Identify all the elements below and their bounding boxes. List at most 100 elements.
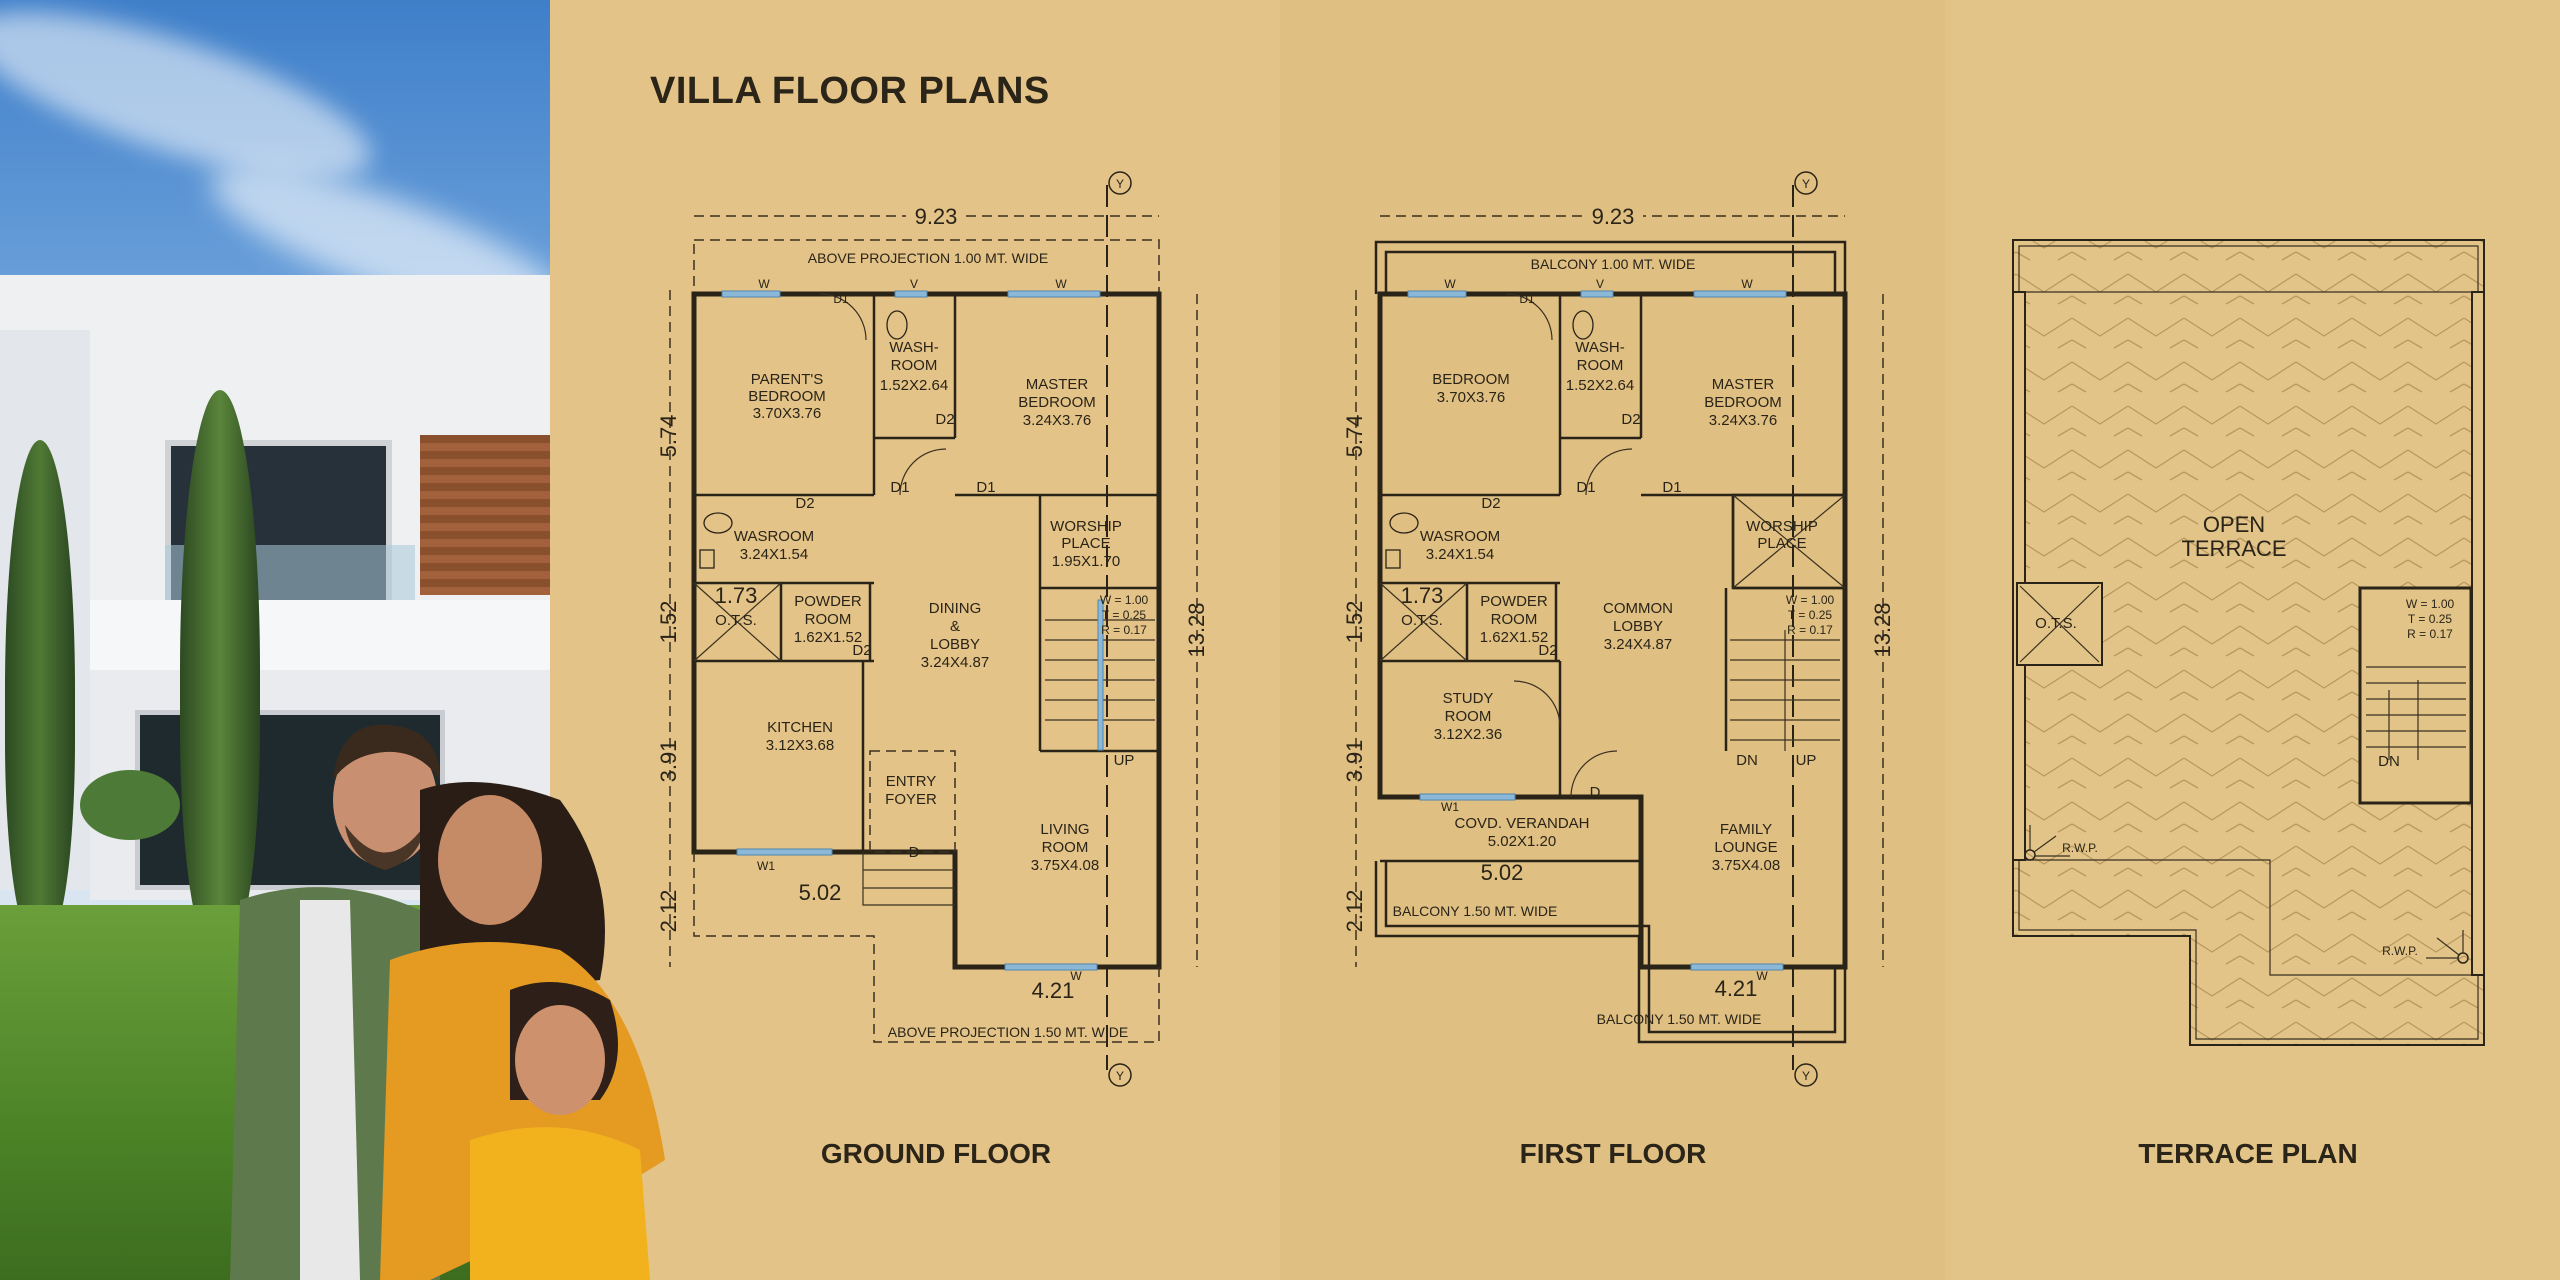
stair-spec: W = 1.00 (1100, 593, 1149, 607)
stair-direction-down: DN (1736, 752, 1758, 769)
projection-note-bottom: ABOVE PROJECTION 1.50 MT. WIDE (888, 1024, 1128, 1040)
window-tag: W (1741, 277, 1753, 291)
room-size: 3.24X1.54 (740, 546, 808, 563)
open-terrace-label: OPEN (2203, 512, 2265, 537)
room-size: 3.70X3.76 (753, 405, 821, 422)
ground-floor-plan: 9.23 ABOVE PROJECTION 1.00 MT. WIDE 5.74… (656, 171, 1209, 1087)
projection-outline-bottom (693, 852, 1160, 1043)
room-name: WASROOM (1420, 528, 1500, 545)
room-size: 1.95X1.70 (1052, 553, 1120, 570)
window-tag: W (758, 277, 770, 291)
parapet-inner-line (2018, 245, 2479, 1040)
sink-icon (1385, 549, 1401, 569)
window-tag: W (1756, 969, 1768, 983)
door-tag: D1 (1519, 292, 1535, 306)
room-size: 3.24X4.87 (1604, 636, 1672, 653)
room-size: 3.24X3.76 (1709, 412, 1777, 429)
balcony-note-left: BALCONY 1.50 MT. WIDE (1393, 903, 1558, 919)
window (736, 848, 833, 856)
svg-text:Y: Y (1802, 1069, 1810, 1083)
stair-cabin (2358, 586, 2473, 805)
dimension-top-width: 9.23 (915, 204, 958, 229)
door-swings (1505, 293, 1633, 798)
terrace-plan: O.T.S. W = 1.00 T = 0.25 R = 0.17 DN OPE… (2012, 239, 2485, 1046)
door-tag: D1 (890, 479, 909, 496)
terrace-outline (2012, 239, 2485, 1046)
window (721, 290, 781, 298)
toilet-icon (886, 310, 908, 340)
svg-text:Y: Y (1116, 1069, 1124, 1083)
room-name: WASROOM (734, 528, 814, 545)
dimension-left-1: 5.74 (1342, 415, 1367, 458)
terrace-plan-caption: TERRACE PLAN (2138, 1138, 2358, 1169)
staircase-treads (2366, 666, 2466, 760)
room-size: 5.02X1.20 (1488, 833, 1556, 850)
room-size: 3.70X3.76 (1437, 389, 1505, 406)
stair-spec: W = 1.00 (1786, 593, 1835, 607)
door-tag: D2 (1621, 411, 1640, 428)
dimension-left-3: 3.91 (656, 740, 681, 783)
room-name: O.T.S. (1401, 612, 1443, 629)
dimension-left-1: 5.74 (656, 415, 681, 458)
window (1419, 793, 1516, 801)
parapet-wall-right (2471, 291, 2485, 976)
door-tag: D1 (1576, 479, 1595, 496)
stair-spec: T = 0.25 (1788, 608, 1832, 622)
cypress-tree (180, 390, 260, 950)
room-name: POWDER (794, 593, 862, 610)
room-name: MASTER (1026, 376, 1089, 393)
ots-cross (693, 582, 782, 662)
balcony-note-top: BALCONY 1.00 MT. WIDE (1531, 256, 1696, 272)
rain-water-pipe-icon (2024, 825, 2070, 861)
room-name: COVD. VERANDAH (1454, 815, 1589, 832)
window (1407, 290, 1467, 298)
first-floor-plan: 9.23 BALCONY 1.00 MT. WIDE 5.74 1.52 3.9… (1342, 171, 1895, 1087)
cross-marks (1379, 494, 1846, 662)
room-name: FAMILY (1720, 821, 1772, 838)
toilet-icon (1572, 310, 1594, 340)
rain-water-pipe-icon (2426, 930, 2469, 964)
wood-cladding (420, 435, 550, 595)
dimension-left-2: 1.52 (656, 601, 681, 644)
cypress-tree (5, 440, 75, 940)
stair-direction-up: UP (1114, 752, 1135, 769)
ground-floor-caption: GROUND FLOOR (820, 1138, 1052, 1169)
first-floor-caption: FIRST FLOOR (1519, 1138, 1707, 1169)
door-tag: D1 (976, 479, 995, 496)
room-name: COMMON (1603, 600, 1673, 617)
window (1097, 599, 1104, 751)
room-name: MASTER (1712, 376, 1775, 393)
door-swings (819, 293, 947, 496)
room-name: & (950, 618, 960, 635)
room-name: STUDY (1443, 690, 1494, 707)
room-size: 3.75X4.08 (1712, 857, 1780, 874)
door-tag: D2 (795, 495, 814, 512)
room-name: BEDROOM (748, 388, 826, 405)
open-terrace-label: TERRACE (2181, 536, 2286, 561)
room-size: 3.24X3.76 (1023, 412, 1091, 429)
room-name: PLACE (1757, 535, 1806, 552)
room-name: WORSHIP (1050, 518, 1122, 535)
stair-spec: R = 0.17 (2407, 627, 2453, 641)
dimension-front-right: 4.21 (1715, 976, 1758, 1001)
room-name: WASH- (889, 339, 938, 356)
dimension-left-3: 3.91 (1342, 740, 1367, 783)
stair-spec: T = 0.25 (1102, 608, 1146, 622)
room-name: ROOM (1577, 357, 1624, 374)
room-name: WASH- (1575, 339, 1624, 356)
dimension-right-total: 13.28 (1184, 602, 1209, 657)
room-name: ROOM (1445, 708, 1492, 725)
dimension-label-bg (1583, 202, 1643, 230)
window-tag: V (1596, 277, 1604, 291)
window-tag: W (1070, 969, 1082, 983)
room-name: FOYER (885, 791, 937, 808)
entry-steps (862, 852, 955, 906)
stair-spec: T = 0.25 (2408, 612, 2452, 626)
room-size: 3.24X4.87 (921, 654, 989, 671)
balcony-note-bottom: BALCONY 1.50 MT. WIDE (1597, 1011, 1762, 1027)
room-name: BEDROOM (1018, 394, 1096, 411)
room-name: KITCHEN (767, 719, 833, 736)
balcony-outline-top (1374, 240, 1847, 294)
door-tag: D1 (1662, 479, 1681, 496)
page-title: VILLA FLOOR PLANS (650, 70, 1050, 112)
